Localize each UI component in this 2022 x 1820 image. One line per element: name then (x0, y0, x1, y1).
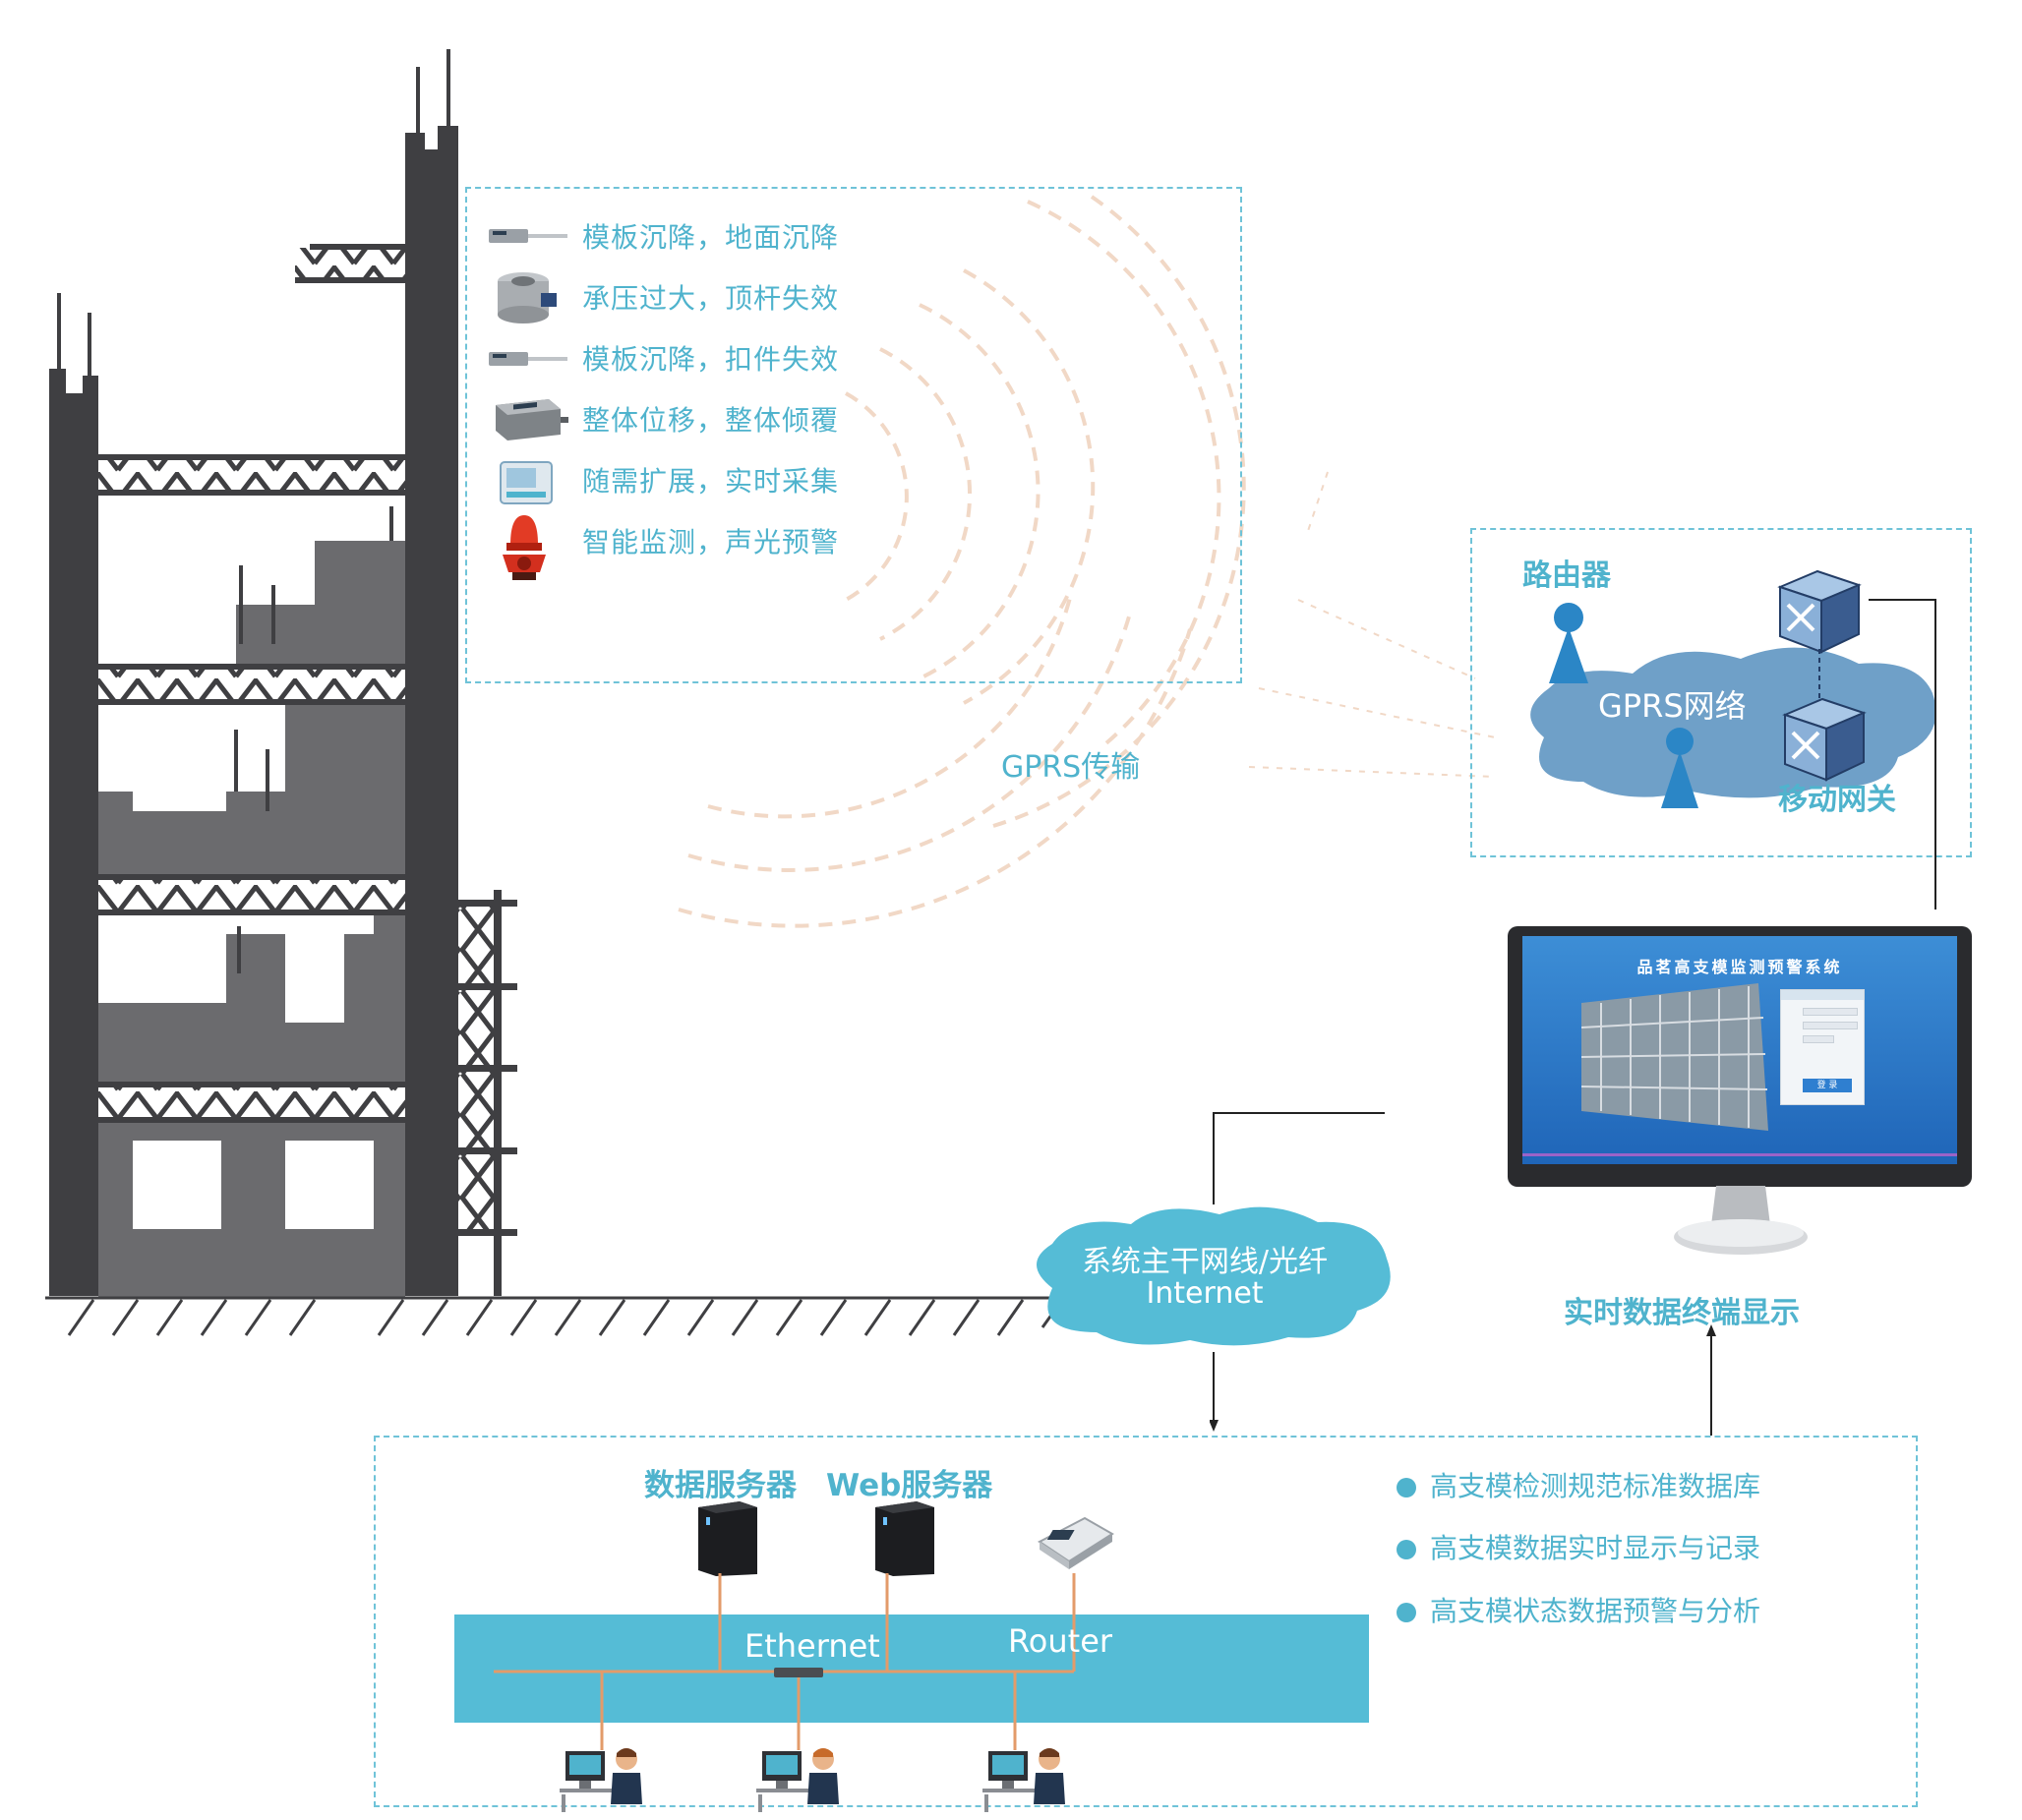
bullet-icon (1397, 1603, 1416, 1622)
web-server-label: Web服务器 (826, 1468, 993, 1503)
displacement-sensor-icon (489, 352, 567, 366)
server-panel (374, 1436, 1918, 1807)
cell-tower-icon (1549, 603, 1588, 683)
backbone-line2: Internet (1146, 1276, 1264, 1311)
workstation-icon (982, 1748, 1065, 1812)
sensor-label: 整体位移，整体倾覆 (582, 404, 840, 437)
sensor-label: 模板沉降，地面沉降 (582, 221, 840, 254)
cell-tower-icon (1661, 728, 1698, 808)
displacement-sensor-icon (489, 229, 567, 243)
scaffold-photo (1581, 983, 1768, 1131)
alarm-light-icon (503, 515, 546, 580)
router-gateway-link (1818, 649, 1820, 698)
server-monitor-connector (1706, 1324, 1716, 1436)
router-device-icon (1038, 1516, 1114, 1569)
router-icon (1777, 569, 1862, 654)
load-cell-icon (498, 272, 557, 323)
terminal-caption: 实时数据终端显示 (1564, 1296, 1800, 1330)
data-server-icon (698, 1501, 757, 1576)
gprs-network-label: GPRS网络 (1598, 687, 1747, 725)
backbone-line1: 系统主干网线/光纤 (1081, 1245, 1329, 1279)
sensor-label: 随需扩展，实时采集 (582, 465, 840, 498)
ethernet-label: Ethernet (744, 1627, 880, 1665)
router-label: 路由器 (1522, 558, 1611, 593)
feature-item: 高支模状态数据预警与分析 (1397, 1590, 1760, 1629)
workstation-icon (756, 1748, 839, 1812)
web-server-icon (875, 1501, 934, 1576)
gateway-icon (1782, 697, 1867, 782)
feature-item: 高支模检测规范标准数据库 (1397, 1465, 1760, 1504)
tilt-sensor-icon (496, 399, 568, 440)
sensor-label: 承压过大，顶杆失效 (582, 282, 840, 315)
router-label-bar: Router (1008, 1622, 1113, 1660)
monitor-stand (1674, 1186, 1808, 1255)
screen-title: 品茗高支模监测预警系统 (1636, 958, 1843, 976)
sensor-panel (465, 187, 1242, 683)
monitor-screen: 品茗高支模监测预警系统 登 录 (1522, 936, 1957, 1164)
login-button[interactable]: 登 录 (1803, 1079, 1852, 1092)
sensor-label: 智能监测，声光预警 (582, 526, 840, 558)
network-wiring (494, 1573, 1076, 1750)
bullet-icon (1397, 1540, 1416, 1559)
ethernet-bar (454, 1615, 1369, 1723)
feature-item: 高支模数据实时显示与记录 (1397, 1527, 1760, 1566)
gprs-transmission-label: GPRS传输 (1001, 750, 1141, 785)
data-server-label: 数据服务器 (644, 1468, 797, 1503)
sensor-label: 模板沉降，扣件失效 (582, 343, 840, 376)
building-illustration (45, 49, 1064, 1336)
mobile-gateway-label: 移动网关 (1778, 783, 1896, 817)
login-form: 登 录 (1780, 989, 1865, 1105)
data-collector-icon (500, 461, 553, 504)
workstation-icon (560, 1748, 642, 1812)
gprs-network-panel (1470, 528, 1972, 857)
bullet-icon (1397, 1478, 1416, 1497)
backbone-cloud (1037, 1206, 1391, 1346)
backbone-connectors (1210, 1112, 1385, 1432)
gateway-monitor-connector (1869, 599, 1936, 910)
